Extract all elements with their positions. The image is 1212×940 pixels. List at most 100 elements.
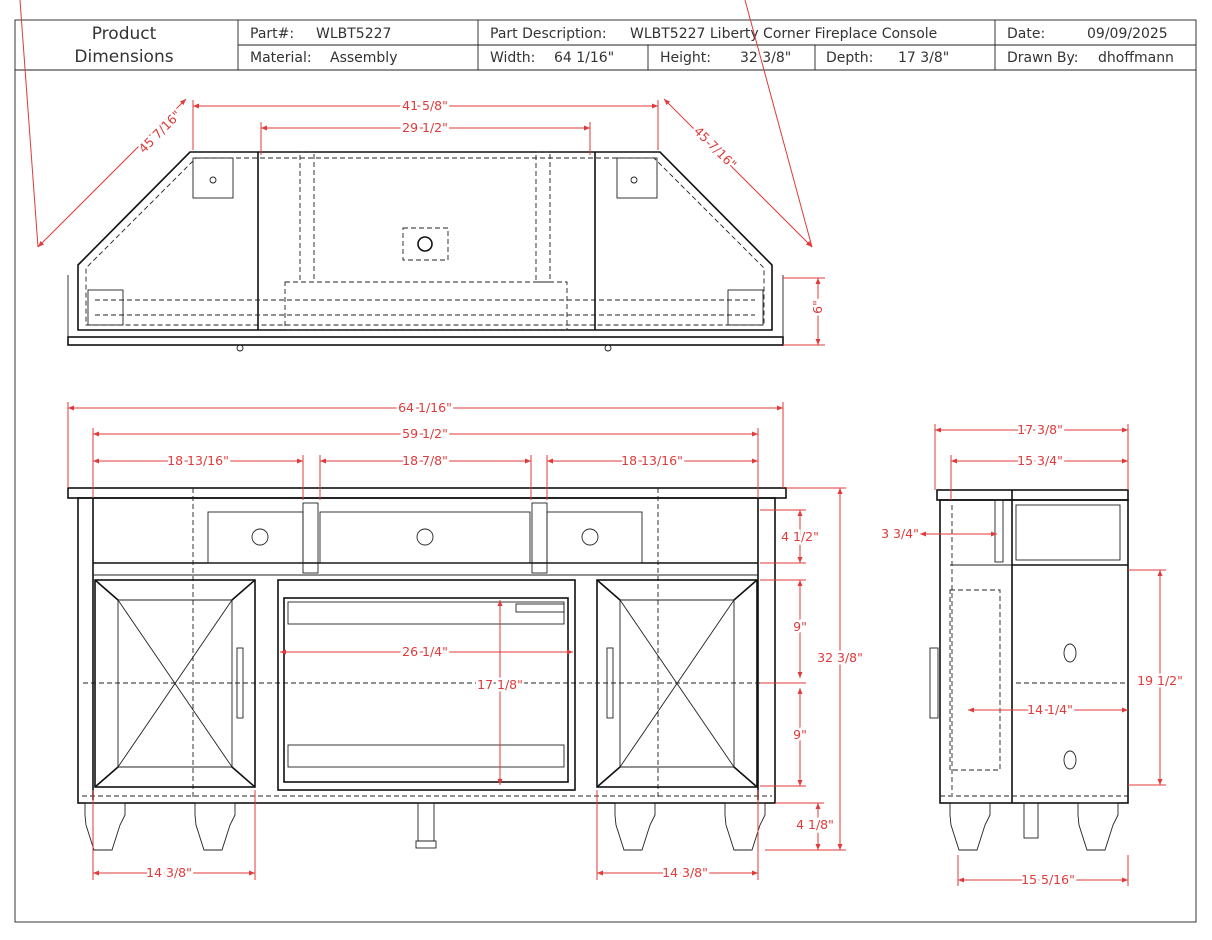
dimension-arrow — [93, 458, 99, 464]
dimension-arrow — [193, 103, 199, 109]
dimension-arrow — [38, 240, 45, 247]
dimension-arrow — [815, 844, 821, 850]
dimension-arrow — [652, 103, 658, 109]
dimension-arrow — [1122, 458, 1128, 464]
top-view — [67, 151, 784, 352]
dim-front-lower-shelf-label: 9" — [793, 727, 807, 742]
dimension-arrow — [547, 458, 553, 464]
sheet-border — [14, 19, 1197, 923]
dim-front-leg-height-label: 4 1/8" — [796, 817, 834, 832]
dim-side-inner-depth-label: 15 3/4" — [1017, 453, 1063, 468]
dim-top-height-label: 6" — [810, 300, 825, 314]
dimension-arrow — [179, 99, 186, 106]
dim-front-center-section-label: 18 7/8" — [402, 453, 448, 468]
dimension-arrow — [1122, 877, 1128, 883]
dim-side-overall-depth-label: 17 3/8" — [1017, 422, 1063, 437]
dimension-arrow — [797, 580, 803, 586]
dimension-arrow — [920, 531, 926, 537]
sheet-title-line2: Dimensions — [74, 47, 173, 67]
dim-side-base-depth-label: 15 5/16" — [1021, 872, 1075, 887]
dimension-arrow — [68, 405, 74, 411]
drawn-by-label: Drawn By: — [1007, 50, 1078, 66]
dimension-arrow — [584, 125, 590, 131]
dimension-arrow — [797, 672, 803, 678]
extension-line — [19, 0, 39, 248]
drawn-by-value: dhoffmann — [1098, 50, 1174, 66]
dimension-arrow — [837, 844, 843, 850]
extension-line — [744, 0, 813, 248]
dimension-arrow — [951, 458, 957, 464]
dimension-arrow — [805, 240, 812, 247]
dimension-arrow — [497, 779, 503, 785]
dimension-arrow — [280, 649, 286, 655]
material-value: Assembly — [330, 50, 397, 66]
dimension-arrow — [93, 431, 99, 437]
sheet-title-line1: Product — [92, 24, 157, 44]
description-label: Part Description: — [490, 26, 607, 42]
dim-front-body-width-label: 59 1/2" — [402, 426, 448, 441]
dimension-arrow — [597, 870, 603, 876]
dim-top-inner-width-label: 29 1/2" — [402, 120, 448, 135]
dimension-arrow — [1157, 779, 1163, 785]
dimension-arrow — [1122, 427, 1128, 433]
dim-front-firebox-height-label: 17 1/8" — [477, 677, 523, 692]
dimension-arrow — [968, 707, 974, 713]
dimension-arrow — [249, 870, 255, 876]
dimension-arrow — [837, 488, 843, 494]
material-label: Material: — [250, 50, 312, 66]
height-label: Height: — [660, 50, 711, 66]
dimension-arrow — [935, 427, 941, 433]
depth-value: 17 3/8" — [898, 50, 949, 66]
part-label: Part#: — [250, 26, 294, 42]
dimension-arrow — [815, 278, 821, 284]
dimension-arrow — [497, 600, 503, 606]
front-view — [67, 487, 787, 851]
dimension-arrow — [567, 649, 573, 655]
dimension-annotations: 41 5/8" 29 1/2" 45 7/16" 45 7/16" 6" 64 1/16"… — [19, 0, 1185, 890]
dim-top-diag-right-label: 45 7/16" — [691, 123, 740, 172]
dimension-arrow — [777, 405, 783, 411]
side-view — [929, 489, 1129, 851]
part-value: WLBT5227 — [316, 26, 391, 42]
dimension-arrow — [752, 458, 758, 464]
dim-front-left-door-label: 14 3/8" — [146, 865, 192, 880]
dimension-arrow — [797, 510, 803, 516]
dimension-arrow — [958, 877, 964, 883]
dim-top-diag-right-line — [663, 98, 813, 248]
dim-front-overall-width-label: 64 1/16" — [398, 400, 452, 415]
description-value: WLBT5227 Liberty Corner Fireplace Consol… — [630, 26, 937, 42]
dimension-arrow — [1157, 570, 1163, 576]
date-label: Date: — [1007, 26, 1045, 42]
dim-side-cabinet-height-label: 19 1/2" — [1137, 673, 1183, 688]
dimension-arrow — [752, 870, 758, 876]
dimension-arrow — [752, 431, 758, 437]
dim-front-overall-height-label: 32 3/8" — [817, 650, 863, 665]
dimension-arrow — [297, 458, 303, 464]
width-label: Width: — [490, 50, 535, 66]
dim-front-left-section-label: 18 13/16" — [167, 453, 229, 468]
dimension-arrow — [261, 125, 267, 131]
dimension-arrow — [320, 458, 326, 464]
dimension-arrow — [815, 803, 821, 809]
dim-front-right-section-label: 18 13/16" — [621, 453, 683, 468]
dim-front-upper-shelf-label: 9" — [793, 619, 807, 634]
dim-top-diag-left-line — [37, 98, 187, 248]
dim-top-back-width-label: 41 5/8" — [402, 98, 448, 113]
dim-front-right-door-label: 14 3/8" — [662, 865, 708, 880]
dim-side-shelf-depth-label: 14 1/4" — [1027, 702, 1073, 717]
dimension-arrow — [664, 99, 671, 106]
dimension-arrow — [797, 780, 803, 786]
dim-top-diag-left-label: 45 7/16" — [135, 107, 184, 156]
dimension-arrow — [991, 531, 997, 537]
dim-side-drawer-depth-label: 3 3/4" — [881, 526, 919, 541]
dim-front-drawer-height-label: 4 1/2" — [781, 529, 819, 544]
width-value: 64 1/16" — [554, 50, 614, 66]
dimension-arrow — [815, 339, 821, 345]
date-value: 09/09/2025 — [1087, 26, 1168, 42]
legs — [84, 802, 766, 851]
height-value: 32 3/8" — [740, 50, 791, 66]
title-block: Product Dimensions Part#: WLBT5227 Mater… — [15, 20, 1196, 71]
dim-front-firebox-width-label: 26 1/4" — [402, 644, 448, 659]
